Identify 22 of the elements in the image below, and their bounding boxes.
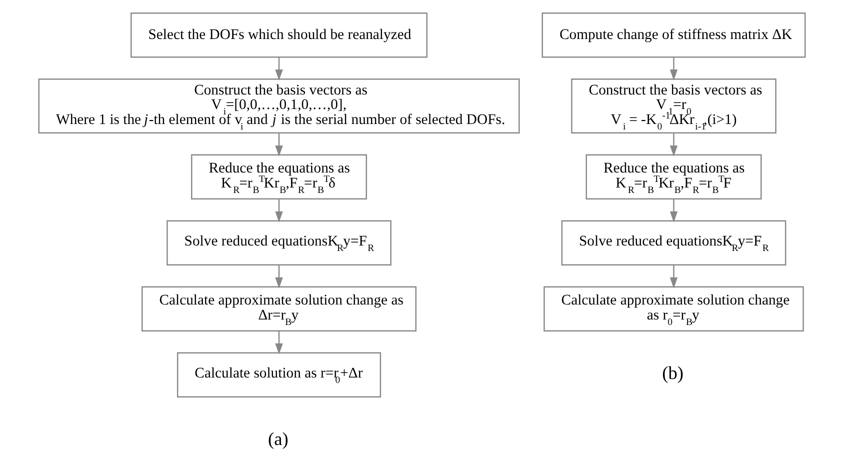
arrow [274,57,282,81]
arrow [669,133,678,157]
node-box: Calculate approximate solution change as r$_{0}$=r$_{B}$y [543,286,804,332]
arrow [274,133,282,157]
node-box: Select the DOFs which should be reanalyzed [130,12,427,58]
node-box: Calculate approximate solution change as Δr=r$_{B}$y [141,286,416,332]
node-box: Construct the basis vectors as V$_{i}$=[0,0,…,0,1,0,…,0], Where 1 is the j-th element of v$_{i}$ and j is the serial number of selected DOFs. [38,78,520,134]
arrow [274,330,282,354]
arrow [669,57,678,81]
arrow [274,198,282,222]
arrow [669,198,678,222]
label: (a) [268,429,288,450]
arrow [669,264,678,288]
node-box: Construct the basis vectors as V$_{1}$=r$_{0}$ V$_{i}$ = -K$_{0}$$^{-1}$ΔKr$_{i-1}$,(i>1) [570,78,776,134]
node-box: Reduce the equations as K$_{R}$=r$_{B}$$^{T}$Kr$_{B}$,F$_{R}$=r$_{B}$$^{T}$F [585,154,762,200]
label: (b) [662,363,684,384]
arrow [274,264,282,288]
node-box: Solve reduced equationsK$_{R}$y=F$_{R}$ [560,220,786,266]
node-box: Calculate solution as r=r$_{0}$+Δr [176,352,381,398]
node-box: Solve reduced equationsK$_{R}$y=F$_{R}$ [166,220,391,266]
node-box: Reduce the equations as K$_{R}$=r$_{B}$$^{T}$Kr$_{B}$,F$_{R}$=r$_{B}$$^{T}$δ [190,154,366,200]
node-box: Compute change of stiffness matrix ΔK [541,12,806,58]
